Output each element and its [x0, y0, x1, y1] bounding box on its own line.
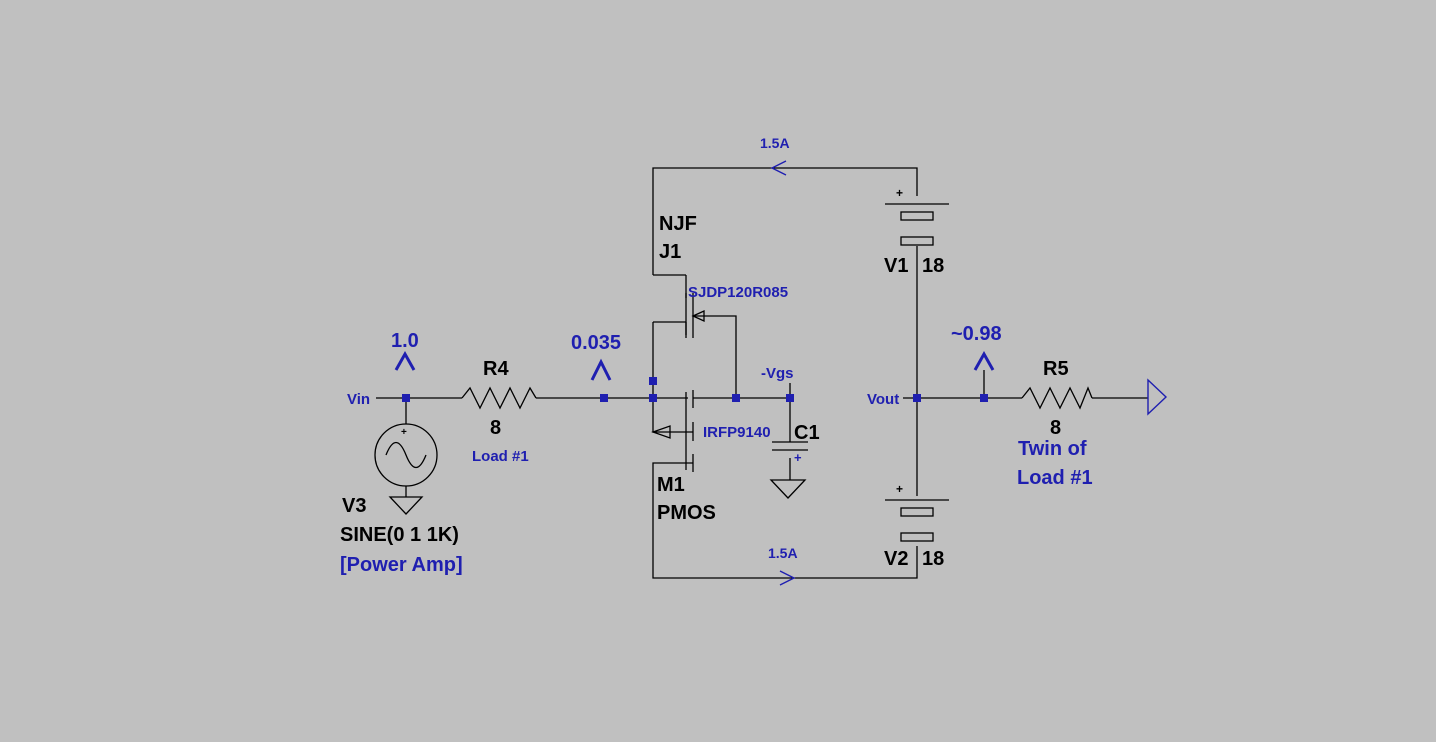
m1-ref: M1 [657, 474, 685, 496]
current-bottom: 1.5A [768, 545, 798, 586]
m1-type: PMOS [657, 502, 716, 524]
probe-icon [394, 350, 416, 371]
j1-type: NJF [659, 213, 697, 235]
r5-note-line1: Twin of [1018, 438, 1087, 460]
c1-ref: C1 [794, 422, 820, 444]
current-top: 1.5A [760, 135, 790, 176]
r5-value: 8 [1050, 417, 1061, 439]
v3-ref: V3 [342, 495, 366, 517]
resistor-icon [1021, 386, 1093, 410]
probe-icon [590, 358, 612, 381]
probe-vin-value: 1.0 [391, 330, 419, 352]
junction-nodes [402, 377, 988, 402]
capacitor-icon [772, 441, 808, 451]
r4-ref: R4 [483, 358, 509, 380]
probe-mid-value: 0.035 [571, 332, 621, 354]
probe-vout-value: ~0.98 [951, 323, 1002, 345]
port-icon [1147, 378, 1168, 416]
wires [376, 167, 1148, 579]
mosfet-icon [651, 390, 694, 472]
current-bottom-value: 1.5A [768, 545, 798, 561]
r4-resistor: R4 8 Load #1 [461, 358, 537, 465]
ground-icon [388, 496, 424, 515]
sine-source-icon [374, 423, 438, 487]
battery-icon [885, 203, 949, 246]
j1-ref: J1 [659, 241, 681, 263]
v3-source: + V3 SINE(0 1 1K) [Power Amp] [340, 423, 463, 576]
v2-plus-mark: + [896, 482, 903, 496]
current-arrow-icon [779, 570, 796, 586]
v2-battery: + V2 18 [884, 482, 949, 570]
m1-mosfet: IRFP9140 M1 PMOS [651, 390, 771, 524]
j1-model: SJDP120R085 [688, 284, 788, 301]
resistor-icon [461, 386, 537, 410]
v2-ref: V2 [884, 548, 908, 570]
v1-value: 18 [922, 255, 944, 277]
r5-resistor: R5 8 Twin of Load #1 [1017, 358, 1093, 489]
neg-vgs-label: -Vgs [761, 365, 794, 382]
r4-note: Load #1 [472, 448, 529, 465]
jfet-icon [685, 293, 705, 338]
current-arrow-icon [770, 160, 787, 176]
r5-note-line2: Load #1 [1017, 467, 1093, 489]
v3-note: [Power Amp] [340, 554, 463, 576]
probe-vin: 1.0 [391, 330, 419, 371]
probe-vout: ~0.98 [951, 323, 1002, 371]
v1-battery: + V1 18 [884, 186, 949, 277]
v2-value: 18 [922, 548, 944, 570]
battery-icon [885, 499, 949, 542]
ground-icon [769, 479, 807, 499]
current-top-value: 1.5A [760, 135, 790, 151]
m1-model: IRFP9140 [703, 424, 771, 441]
c1-capacitor: + C1 [769, 422, 820, 499]
j1-jfet: NJF J1 SJDP120R085 [659, 213, 788, 338]
vout-label: Vout [867, 391, 899, 408]
probe-icon [973, 350, 995, 371]
probe-mid: 0.035 [571, 332, 621, 381]
v1-plus-mark: + [896, 186, 903, 200]
vin-label: Vin [347, 391, 370, 408]
r5-ref: R5 [1043, 358, 1069, 380]
v1-ref: V1 [884, 255, 908, 277]
r4-value: 8 [490, 417, 501, 439]
v3-value: SINE(0 1 1K) [340, 524, 459, 546]
v3-plus-mark: + [401, 427, 407, 438]
c1-plus-mark: + [794, 450, 802, 465]
